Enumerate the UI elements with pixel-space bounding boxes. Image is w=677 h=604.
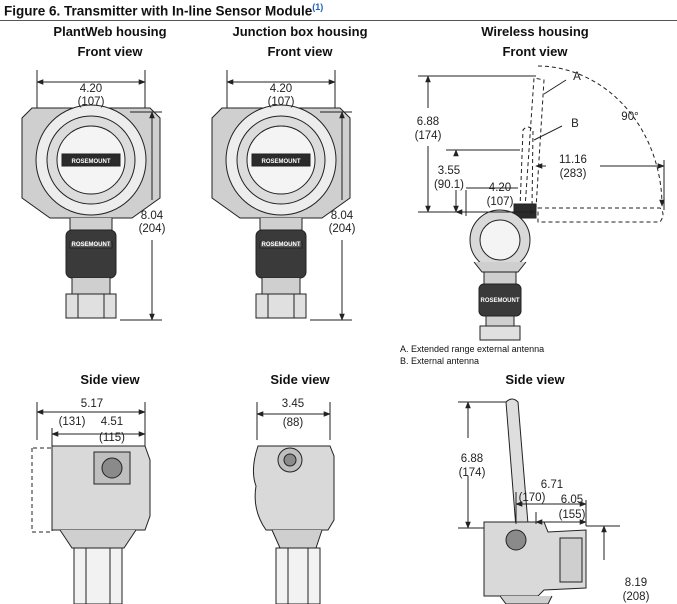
- wireless-side-antenna-mm: (174): [459, 467, 486, 479]
- plantweb-module-logo: ROSEMOUNT: [72, 242, 111, 248]
- wireless-front-swing-in: 11.16: [559, 154, 587, 166]
- wireless-side-height-mm: (208): [623, 591, 650, 603]
- antenna-callout-b: B: [571, 118, 579, 130]
- wireless-side-total-mm: (170): [519, 492, 546, 504]
- plantweb-front-drawing: [21, 70, 162, 321]
- junction-box-housing-header: Junction box housing: [232, 24, 368, 39]
- wireless-front-view-label: Front view: [502, 44, 568, 59]
- wireless-side-total-in: 6.71: [541, 479, 563, 491]
- junction-box-side-drawing: [252, 402, 335, 604]
- junction-box-module-logo: ROSEMOUNT: [262, 242, 301, 248]
- junction-box-front-view-label: Front view: [267, 44, 333, 59]
- wireless-swing-angle: 90°: [621, 111, 638, 123]
- wireless-side-drawing: [458, 398, 620, 604]
- junction-box-front-height-mm: (204): [329, 223, 356, 235]
- plantweb-front-view-label: Front view: [77, 44, 143, 59]
- antenna-callout-a: A: [573, 71, 581, 83]
- figure-title: Figure 6. Transmitter with In-line Senso…: [4, 2, 324, 19]
- title-rule: [0, 20, 677, 21]
- wireless-front-swing-mm: (283): [560, 168, 587, 180]
- wireless-front-height-b-mm: (90.1): [434, 179, 464, 191]
- wireless-module-logo: ROSEMOUNT: [481, 298, 520, 304]
- plantweb-housing-header: PlantWeb housing: [53, 24, 167, 39]
- plantweb-side-total-in: 5.17: [81, 398, 103, 410]
- junction-box-side-width-in: 3.45: [282, 398, 304, 410]
- wireless-side-body-in: 6.05: [561, 494, 583, 506]
- plantweb-side-body-in: 4.51: [101, 416, 123, 428]
- plantweb-front-height-mm: (204): [139, 223, 166, 235]
- junction-box-side-width-mm: (88): [283, 417, 304, 429]
- junction-box-side-view-label: Side view: [270, 372, 330, 387]
- wireless-front-height-a-in: 6.88: [417, 116, 439, 128]
- plantweb-side-drawing: [31, 402, 151, 604]
- wireless-front-width-in: 4.20: [489, 182, 511, 194]
- plantweb-front-logo: ROSEMOUNT: [72, 159, 111, 165]
- legend-item-a: A. Extended range external antenna: [400, 344, 545, 354]
- plantweb-front-height-in: 8.04: [141, 210, 164, 222]
- wireless-front-height-b-in: 3.55: [438, 165, 460, 177]
- junction-box-front-logo: ROSEMOUNT: [262, 159, 301, 165]
- junction-box-front-height-in: 8.04: [331, 210, 354, 222]
- wireless-front-width-mm: (107): [487, 196, 514, 208]
- junction-box-front-width-in: 4.20: [270, 83, 292, 95]
- wireless-front-height-a-mm: (174): [415, 130, 442, 142]
- wireless-housing-header: Wireless housing: [481, 24, 589, 39]
- wireless-side-antenna-in: 6.88: [461, 453, 483, 465]
- plantweb-front-width-mm: (107): [78, 96, 105, 108]
- wireless-front-drawing: [418, 65, 665, 341]
- plantweb-front-width-in: 4.20: [80, 83, 102, 95]
- plantweb-side-view-label: Side view: [80, 372, 140, 387]
- wireless-side-view-label: Side view: [505, 372, 565, 387]
- junction-box-front-width-mm: (107): [268, 96, 295, 108]
- plantweb-side-body-mm: (115): [99, 432, 125, 444]
- wireless-side-height-in: 8.19: [625, 577, 647, 589]
- junction-box-front-drawing: [211, 70, 352, 321]
- wireless-side-body-mm: (155): [559, 509, 586, 521]
- footnote-ref[interactable]: (1): [312, 2, 324, 12]
- plantweb-side-total-mm: (131): [59, 416, 86, 428]
- legend-item-b: B. External antenna: [400, 356, 480, 366]
